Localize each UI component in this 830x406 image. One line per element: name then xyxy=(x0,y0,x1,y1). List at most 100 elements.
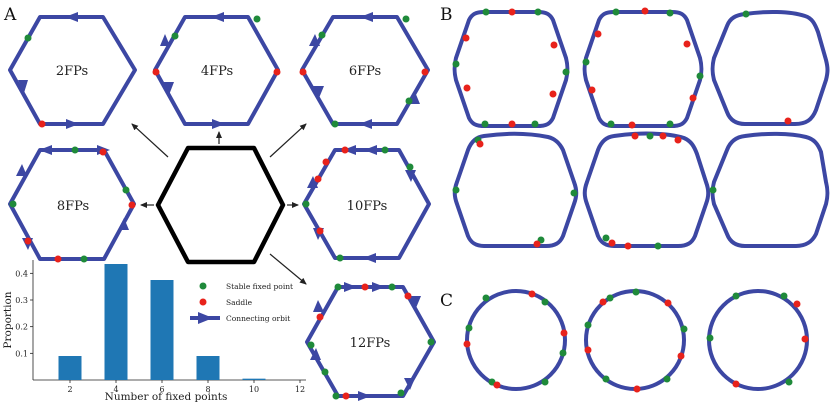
panel-b-shape-6 xyxy=(709,131,830,248)
arrow-to-12fps xyxy=(269,253,307,285)
stable-fixed-point xyxy=(570,189,578,197)
stable-fixed-point xyxy=(302,200,310,208)
saddle-point xyxy=(599,298,607,306)
orbit-arrow xyxy=(160,34,170,46)
saddle-point xyxy=(801,335,809,343)
panel-c-circle-1 xyxy=(463,289,568,391)
hexagon-8fps: 8FPs xyxy=(8,145,136,263)
hexagon-4fps: 4FPs xyxy=(152,12,281,129)
saddle-point xyxy=(659,132,667,140)
stable-fixed-point xyxy=(632,288,640,296)
saddle-point xyxy=(99,148,107,156)
orbit-path xyxy=(710,9,830,126)
stable-fixed-point xyxy=(381,146,389,154)
orbit-path xyxy=(582,10,704,128)
saddle-point xyxy=(508,120,516,128)
saddle-point xyxy=(631,132,639,140)
orbit-arrow xyxy=(310,348,321,360)
stable-fixed-point xyxy=(171,32,179,40)
saddle-point xyxy=(677,352,685,360)
hexagon-10fps: 10FPs xyxy=(302,145,431,263)
saddle-point xyxy=(299,68,307,76)
stable-fixed-point xyxy=(602,375,610,383)
stable-fixed-point xyxy=(465,324,473,332)
bar-2 xyxy=(58,356,82,380)
saddle-point xyxy=(341,146,349,154)
saddle-point xyxy=(38,120,46,128)
saddle-point xyxy=(342,392,350,400)
saddle-point xyxy=(550,41,558,49)
orbit-arrow xyxy=(118,218,129,230)
hexagon-label: 12FPs xyxy=(350,336,391,351)
stable-fixed-point xyxy=(742,10,750,18)
saddle-point xyxy=(664,299,672,307)
bar-10 xyxy=(242,378,266,380)
y-axis-title: Proportion xyxy=(2,291,14,348)
saddle-point xyxy=(683,40,691,48)
saddle-point xyxy=(314,175,322,183)
y-tick-label: 0.1 xyxy=(15,349,28,358)
saddle-point xyxy=(732,380,740,388)
orbit-path xyxy=(707,289,809,391)
x-tick-label: 4 xyxy=(113,385,118,394)
central-hexagon xyxy=(155,145,286,265)
stable-fixed-point xyxy=(334,283,342,291)
hexagon-label: 10FPs xyxy=(347,199,388,214)
orbit-arrow xyxy=(404,378,415,390)
stable-fixed-point xyxy=(481,120,489,128)
x-tick-label: 2 xyxy=(67,385,72,394)
legend: Stable fixed point Saddle Connecting orb… xyxy=(190,282,293,324)
stable-fixed-point xyxy=(663,375,671,383)
panel-b-shape-2 xyxy=(582,7,704,129)
orbit-arrow xyxy=(307,176,318,188)
orbit-arrow xyxy=(18,80,28,93)
orbit-arrow xyxy=(359,119,372,129)
stable-fixed-point xyxy=(452,186,460,194)
orbit-path xyxy=(710,131,830,248)
stable-fixed-point xyxy=(122,186,130,194)
saddle-point xyxy=(322,158,330,166)
arrow-to-6fps xyxy=(269,123,307,158)
legend-orbit-label: Connecting orbit xyxy=(226,314,290,323)
stable-fixed-point xyxy=(253,15,261,23)
saddle-point xyxy=(633,385,641,393)
orbit-arrow xyxy=(363,253,376,263)
x-tick-label: 6 xyxy=(159,385,164,394)
orbit-arrow xyxy=(358,391,371,401)
connector-arrows xyxy=(131,123,307,285)
hexagon-label: 6FPs xyxy=(349,64,381,79)
orbit-arrow xyxy=(343,145,356,155)
panel-b xyxy=(452,7,830,250)
stable-fixed-point xyxy=(307,341,315,349)
saddle-point xyxy=(624,242,632,250)
stable-fixed-point xyxy=(80,255,88,263)
legend-stable-label: Stable fixed point xyxy=(226,282,293,291)
orbit-arrow xyxy=(344,282,357,292)
x-tick-label: 10 xyxy=(249,385,259,394)
stable-fixed-point xyxy=(9,200,17,208)
saddle-point xyxy=(588,86,596,94)
stable-fixed-point xyxy=(602,234,610,242)
stable-fixed-point xyxy=(612,8,620,16)
orbit-arrow xyxy=(66,119,79,129)
y-tick-label: 0.3 xyxy=(15,296,28,305)
saddle-point xyxy=(404,292,412,300)
stable-fixed-point xyxy=(606,294,614,302)
bar-6 xyxy=(150,280,174,380)
orbit-path xyxy=(582,131,711,248)
saddle-point xyxy=(316,227,324,235)
orbit-arrow xyxy=(211,12,224,22)
saddle-point xyxy=(493,381,501,389)
saddle-point xyxy=(128,201,136,209)
x-tick-label: 12 xyxy=(295,385,305,394)
x-axis-title: Number of fixed points xyxy=(105,391,228,403)
stable-fixed-point xyxy=(785,378,793,386)
stable-fixed-point xyxy=(696,72,704,80)
legend-saddle-label: Saddle xyxy=(226,298,253,307)
stable-fixed-point xyxy=(427,338,435,346)
panel-label-b: B xyxy=(440,5,453,25)
stable-fixed-point xyxy=(331,120,339,128)
orbit-path xyxy=(465,289,567,391)
panel-b-shape-4 xyxy=(452,131,579,248)
